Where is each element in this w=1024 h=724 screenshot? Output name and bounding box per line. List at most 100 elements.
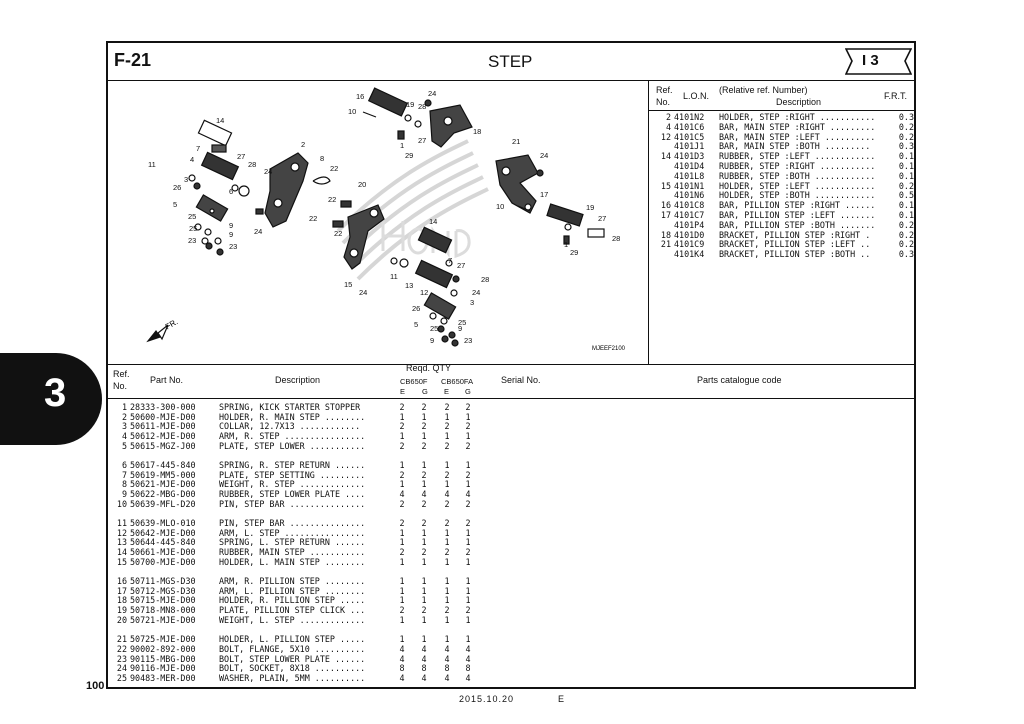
parts-row-qty: 4 xyxy=(421,653,427,664)
parts-row-qty: 2 xyxy=(399,605,405,616)
ref-row-description: RUBBER, STEP :LEFT ............ xyxy=(719,151,876,162)
callout-number: 22 xyxy=(330,164,338,173)
parts-row-qty: 1 xyxy=(399,614,405,625)
parts-row-ref: 25 xyxy=(116,672,127,683)
parts-row-qty: 2 xyxy=(421,402,427,412)
front-label: FR. xyxy=(164,317,180,331)
ref-header-description: Description xyxy=(776,97,822,107)
callout-number: 7 xyxy=(448,256,452,265)
parts-row-qty: 1 xyxy=(421,585,427,596)
callout-number: 14 xyxy=(216,116,224,125)
parts-row-qty: 4 xyxy=(465,672,471,683)
callout-number: 4 xyxy=(190,155,194,164)
callout-number: 24 xyxy=(540,151,548,160)
callout-number: 9 xyxy=(458,324,462,333)
ref-row-lon: 4101D0 xyxy=(674,229,705,240)
parts-row-qty: 2 xyxy=(444,547,450,558)
callout-number: 29 xyxy=(570,248,578,257)
parts-row-qty: 1 xyxy=(465,595,471,606)
parts-row-qty: 2 xyxy=(399,547,405,558)
ref-row-description: HOLDER, STEP :BOTH ............ xyxy=(719,190,876,201)
parts-header-divider xyxy=(107,398,915,399)
ref-row-ref: 2 xyxy=(665,112,671,122)
callout-number: 6 xyxy=(229,187,233,196)
parts-row-part-no: 50700-MJE-D00 xyxy=(130,556,196,567)
page-number: 100 xyxy=(86,680,105,692)
parts-row-qty: 1 xyxy=(399,576,405,587)
section-code: F-21 xyxy=(114,50,152,70)
parts-row-qty: 2 xyxy=(444,440,450,451)
parts-row-qty: 2 xyxy=(399,402,405,412)
callout-number: 10 xyxy=(348,107,356,116)
callout-number: 23 xyxy=(108,81,116,83)
ref-row-lon: 4101C7 xyxy=(674,210,705,220)
parts-row-description: SPRING, KICK STARTER STOPPER xyxy=(219,402,361,412)
parts-row-description: ARM, L. PILLION STEP ........ xyxy=(219,585,366,596)
callout-number: 21 xyxy=(512,137,520,146)
parts-row-qty: 4 xyxy=(421,672,427,683)
parts-row-qty: 1 xyxy=(421,614,427,625)
parts-row-qty: 1 xyxy=(421,537,427,548)
parts-row-part-no: 50611-MJE-D00 xyxy=(130,421,196,432)
callout-number: 22 xyxy=(334,229,342,238)
callout-number: 25 xyxy=(430,324,438,333)
parts-row-qty: 1 xyxy=(465,537,471,548)
callout-number: 3 xyxy=(184,175,188,184)
parts-row-description: BOLT, SOCKET, 8X18 .......... xyxy=(219,663,366,674)
parts-row-part-no: 50644-445-840 xyxy=(130,537,196,548)
parts-row-description: RUBBER, STEP LOWER PLATE .... xyxy=(219,489,366,499)
parts-row-qty: 2 xyxy=(444,469,450,480)
ref-row-frt: 0.1 xyxy=(898,161,914,171)
parts-row-qty: 8 xyxy=(399,663,405,674)
callout-number: 25 xyxy=(458,318,466,327)
parts-row-qty: 1 xyxy=(465,614,471,625)
ref-row-frt: 0.3 xyxy=(898,141,914,152)
parts-row-ref: 6 xyxy=(121,460,127,471)
callout-number: 1 xyxy=(400,141,404,150)
ref-row-description: RUBBER, STEP :RIGHT ........... xyxy=(719,161,876,171)
ref-row-description: HOLDER, STEP :RIGHT ........... xyxy=(719,112,876,122)
ref-row-description: RUBBER, STEP :BOTH ............ xyxy=(719,170,876,181)
parts-row-part-no: 50621-MJE-D00 xyxy=(130,479,196,490)
callout-number: 23 xyxy=(188,236,196,245)
parts-row-qty: 2 xyxy=(421,421,427,432)
ref-row-description: BRACKET, PILLION STEP :BOTH .. xyxy=(719,249,871,260)
parts-header-serial: Serial No. xyxy=(501,375,541,385)
ref-row-description: BAR, MAIN STEP :RIGHT ......... xyxy=(719,121,876,132)
parts-row-qty: 1 xyxy=(444,576,450,587)
parts-header-catalogue: Parts catalogue code xyxy=(697,375,782,385)
parts-row-qty: 1 xyxy=(399,556,405,567)
parts-row-ref: 20 xyxy=(116,614,127,625)
parts-row-qty: 2 xyxy=(444,498,450,509)
parts-row-qty: 1 xyxy=(465,576,471,587)
model-code-frame xyxy=(845,48,912,75)
ref-row-ref: 21 xyxy=(660,239,671,250)
parts-row-qty: 4 xyxy=(399,643,405,654)
parts-row-ref: 17 xyxy=(116,585,127,596)
callout-number: 28 xyxy=(481,275,489,284)
ref-row-description: BRACKET, PILLION STEP :LEFT .. xyxy=(719,239,871,250)
ref-header-no: No. xyxy=(656,97,671,107)
callout-number: 24 xyxy=(359,288,367,297)
callout-number: 10 xyxy=(496,202,504,211)
parts-header-part-no: Part No. xyxy=(150,375,184,385)
callout-number: 11 xyxy=(148,160,156,169)
parts-row-qty: 1 xyxy=(421,479,427,490)
parts-row-qty: 2 xyxy=(399,498,405,509)
parts-row-ref: 22 xyxy=(116,643,127,654)
parts-row-qty: 1 xyxy=(444,460,450,471)
callout-number: 20 xyxy=(358,180,366,189)
parts-row-ref: 5 xyxy=(121,440,127,451)
callout-number: 27 xyxy=(598,214,606,223)
parts-row-qty: 2 xyxy=(444,402,450,412)
parts-row-qty: 2 xyxy=(421,440,427,451)
parts-row-qty: 1 xyxy=(465,556,471,567)
ref-row-lon: 4101D4 xyxy=(674,161,705,171)
parts-row-part-no: 50619-MM5-000 xyxy=(130,469,196,480)
ref-row-frt: 0.3 xyxy=(898,249,914,260)
callout-number: 26 xyxy=(173,183,181,192)
parts-row-qty: 4 xyxy=(444,672,450,683)
parts-row-qty: 2 xyxy=(465,605,471,616)
parts-row-part-no: 50600-MJE-D00 xyxy=(130,411,196,422)
parts-row-qty: 4 xyxy=(444,653,450,664)
